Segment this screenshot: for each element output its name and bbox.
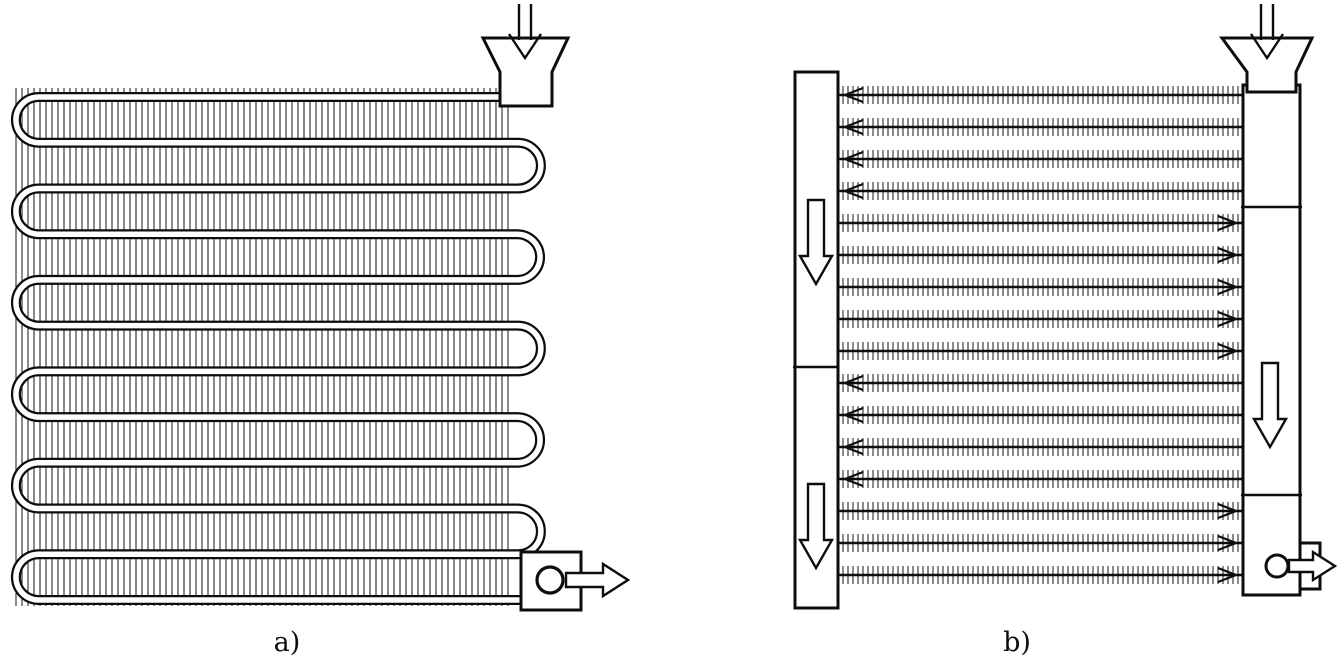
pass-down-arrow-icon [797, 198, 835, 287]
figure-b-finned-tube-coil [793, 4, 1337, 610]
outlet-port-circle [535, 565, 565, 595]
tube-fins [842, 86, 1239, 584]
inlet-arrow-icon [508, 4, 542, 61]
header-baffles [793, 205, 1302, 497]
figure-b-label: b) [1003, 627, 1031, 658]
pass-down-arrow-icon [797, 482, 835, 571]
outlet-arrow-icon [564, 561, 631, 599]
figure-a-serpentine-coil [10, 4, 631, 612]
outlet-arrow-icon [1287, 549, 1337, 583]
figure-a-label: a) [274, 627, 301, 658]
tube-rows [838, 93, 1243, 577]
right-header [1241, 83, 1302, 597]
outlet-port-circle [1264, 553, 1290, 579]
inlet-header-funnel [1219, 36, 1315, 94]
serpentine-tube-core [13, 94, 545, 603]
inlet-header-funnel [480, 36, 571, 108]
pass-down-arrow-icon [1251, 361, 1289, 450]
inlet-arrow-icon [1250, 4, 1284, 61]
plate-fins [15, 88, 509, 606]
flow-arrowheads [841, 86, 1240, 584]
